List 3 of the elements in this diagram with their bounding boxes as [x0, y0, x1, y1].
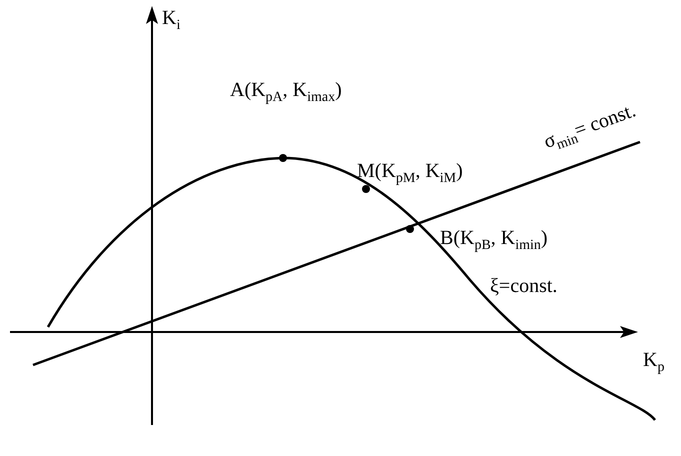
- curve-label: ξ=const.: [490, 276, 558, 296]
- axis-label: K$_{i}$: [162, 8, 180, 28]
- line-label: σ$_{min}$= const.: [541, 100, 638, 152]
